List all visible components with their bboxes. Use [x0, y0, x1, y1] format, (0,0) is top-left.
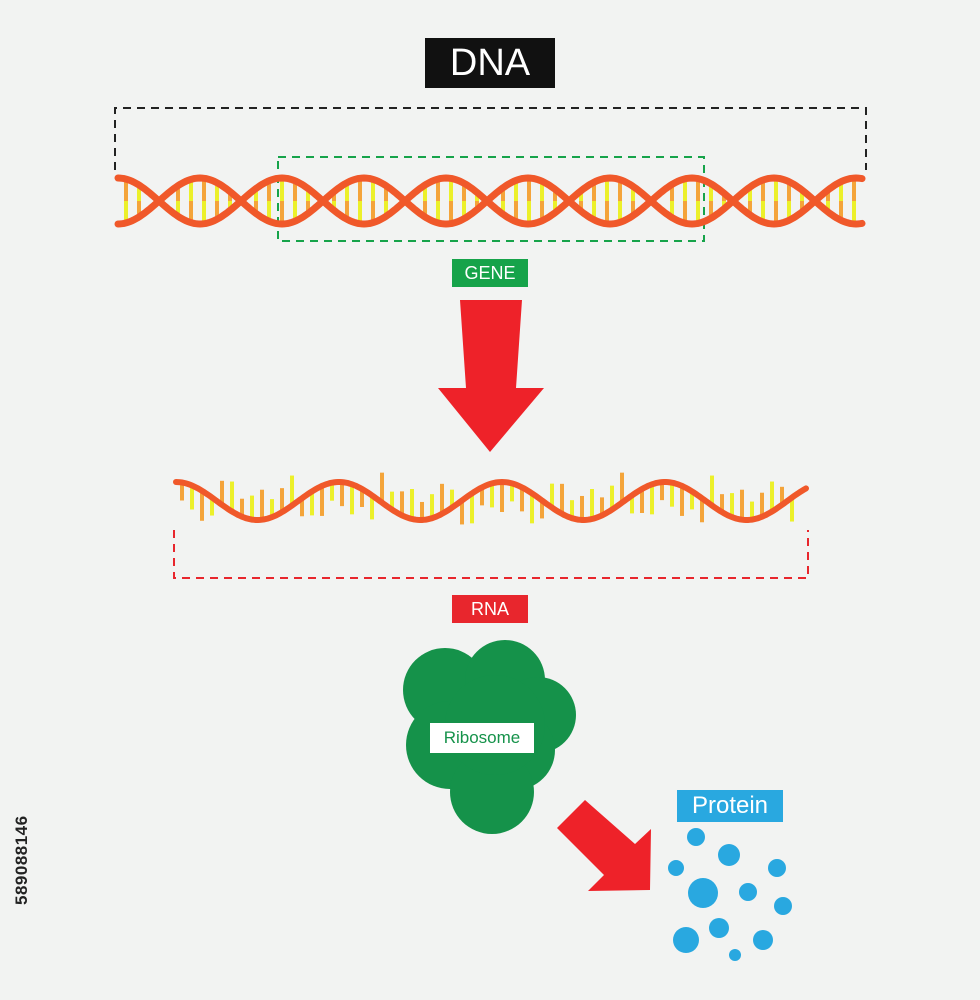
rna-strand	[173, 478, 809, 523]
stock-id-text: 589088146	[12, 815, 31, 905]
arrow-down-icon	[438, 300, 544, 452]
rna-label: RNA	[470, 598, 509, 619]
gene-label-box	[452, 259, 528, 287]
dna-label: DNA	[449, 41, 531, 84]
dna-strand-b	[114, 174, 866, 228]
gene-label: GENE	[464, 262, 516, 283]
protein-label: Protein	[691, 792, 769, 819]
protein-label-box	[677, 790, 783, 822]
rna-bracket	[173, 530, 809, 579]
dna-rungs	[124, 181, 856, 221]
arrow-diagonal-icon	[557, 800, 651, 891]
dna-bracket	[114, 107, 867, 170]
gene-bracket	[277, 156, 705, 242]
dna-label-box	[425, 38, 555, 88]
rna-label-box	[452, 595, 528, 623]
ribosome-label: Ribosome	[430, 723, 534, 753]
protein-dots-icon	[668, 828, 792, 961]
